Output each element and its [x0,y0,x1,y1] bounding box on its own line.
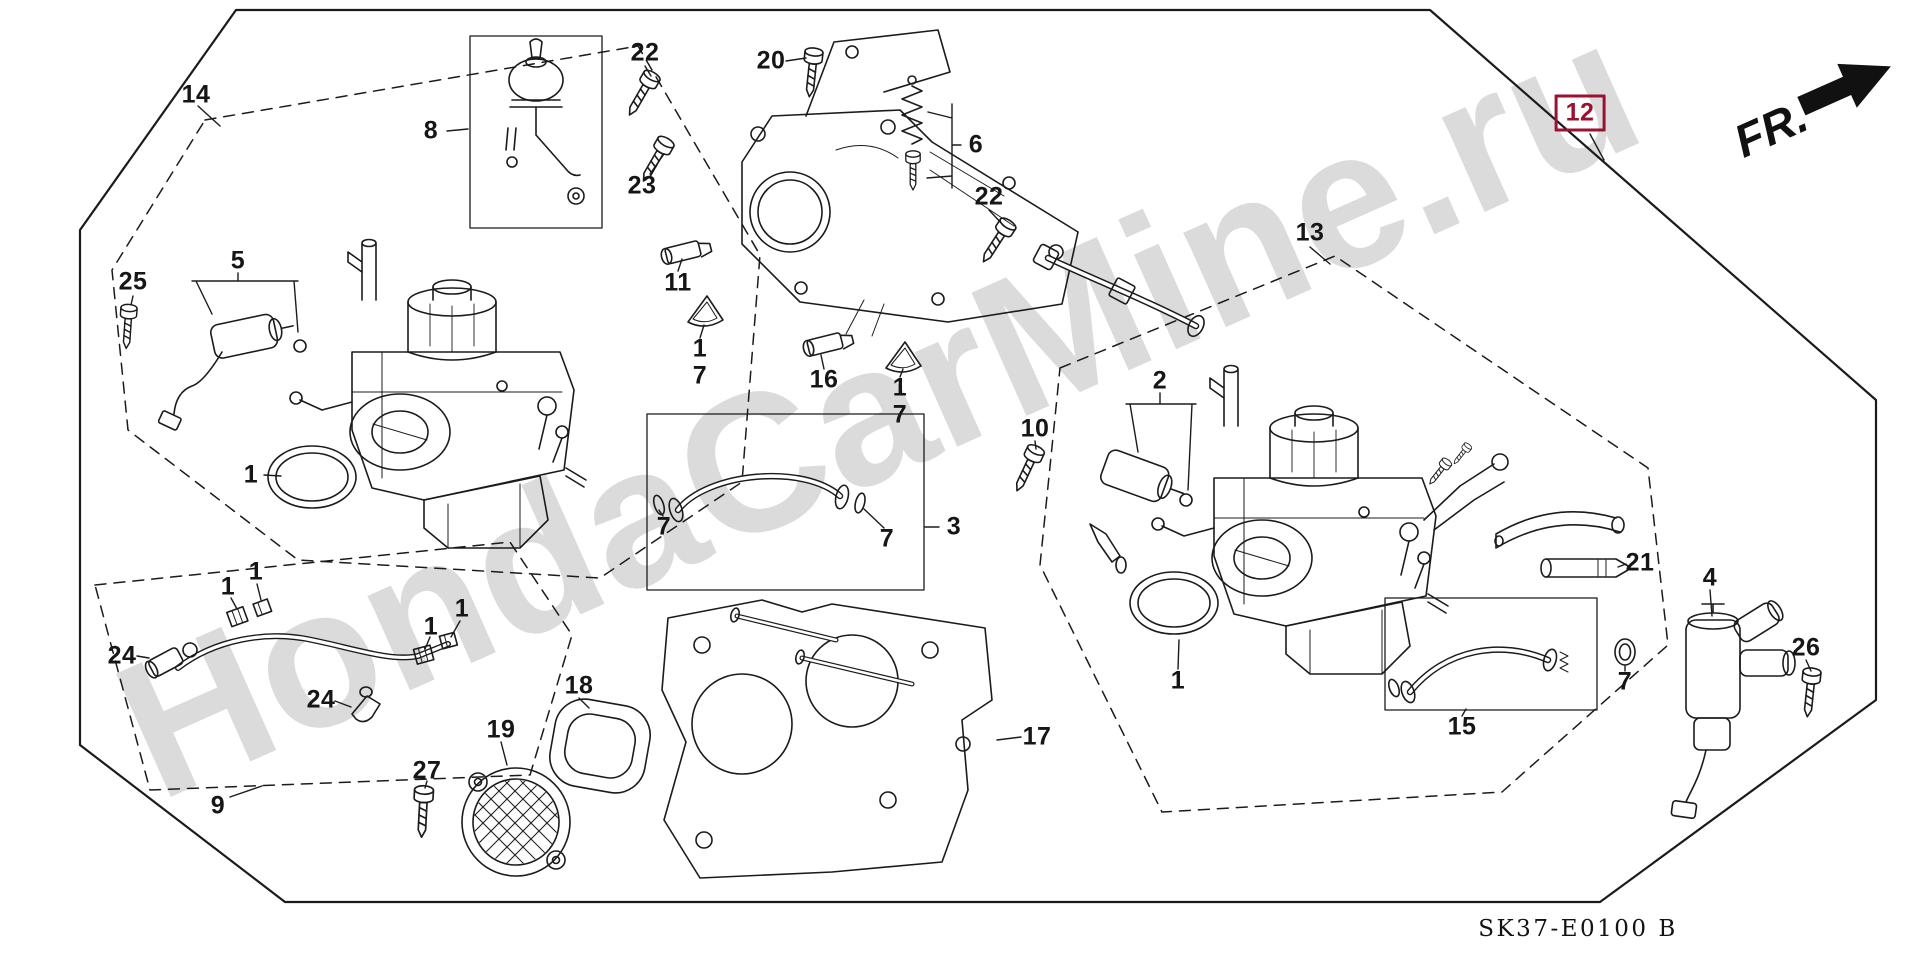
callout-1-h[interactable]: 1 [1170,666,1186,695]
gasket-18 [549,698,651,794]
callout-23[interactable]: 23 [627,171,657,200]
callout-1-f[interactable]: 1 [423,612,439,641]
hose-assembly-3-box [646,413,925,591]
carburetor-right-illustration [1129,364,1449,675]
callout-1-d[interactable]: 1 [220,572,236,601]
dashed-region-right-carb [1039,255,1669,813]
screw-22-top [620,67,663,121]
callout-17[interactable]: 17 [1022,722,1052,751]
callout-7-c[interactable]: 7 [656,512,672,541]
fuel-pipe-9 [144,598,459,723]
callout-1-b[interactable]: 1 [892,373,908,402]
dashed-region-left-carb [111,45,761,579]
callout-7-b[interactable]: 7 [892,400,908,429]
dashed-region-fuel-pipe [94,541,573,791]
triangle-gasket-left [687,295,724,327]
callout-22-a[interactable]: 22 [630,38,660,67]
dashed-group-boundaries [94,45,1669,813]
callout-25[interactable]: 25 [118,267,148,296]
callout-1-e[interactable]: 1 [248,557,264,586]
callout-6[interactable]: 6 [968,130,984,159]
callout-15[interactable]: 15 [1447,712,1477,741]
screw-25 [117,303,139,350]
triangle-gasket-right [885,341,922,373]
fuel-pipe-top [1032,243,1205,338]
callout-13[interactable]: 13 [1295,218,1325,247]
callout-19[interactable]: 19 [486,715,516,744]
solenoid-valve-2 [1089,449,1193,574]
callout-10[interactable]: 10 [1020,414,1050,443]
screen-19 [461,767,571,877]
watermark-text: HondaCarMine.ru [87,0,1668,841]
callout-16[interactable]: 16 [809,365,839,394]
bracket-21 [1494,510,1629,578]
fitting-11 [660,240,713,266]
carburetor-right-linkage [1423,441,1509,531]
callout-14[interactable]: 14 [181,80,211,109]
callout-9[interactable]: 9 [210,791,226,820]
bolt-27 [411,784,435,839]
fr-indicator: FR. [1726,63,1891,167]
callout-8[interactable]: 8 [423,116,439,145]
callout-21[interactable]: 21 [1625,548,1655,577]
pipe-assembly-15-box [1384,597,1598,711]
vacuum-valve-8-box [469,35,603,229]
callout-5[interactable]: 5 [230,246,246,275]
callout-26[interactable]: 26 [1791,633,1821,662]
callout-4[interactable]: 4 [1702,563,1718,592]
callout-24-a[interactable]: 24 [107,641,137,670]
diagram-border [78,8,1878,904]
spring-assembly-6 [901,75,923,191]
bolt-20 [799,46,825,99]
callout-20[interactable]: 20 [756,46,786,75]
fr-direction-arrow-icon [1797,63,1891,116]
callout-1-c[interactable]: 1 [243,460,259,489]
solenoid-valve-5 [157,313,307,431]
diagram-code: SK37-E0100 B [1478,916,1678,942]
callout-3[interactable]: 3 [946,512,962,541]
callout-18[interactable]: 18 [564,671,594,700]
callout-1-a[interactable]: 1 [692,334,708,363]
callout-7-d[interactable]: 7 [879,524,895,553]
callout-22-b[interactable]: 22 [974,182,1004,211]
callout-2[interactable]: 2 [1152,366,1168,395]
gasket-plate-17 [661,599,993,879]
callout-7-e[interactable]: 7 [1617,667,1633,696]
air-valve-4 [1670,600,1796,820]
o-ring-7-right [1614,638,1636,666]
callout-1-g[interactable]: 1 [454,594,470,623]
callout-11[interactable]: 11 [664,268,692,297]
bolt-26 [1797,666,1823,719]
fitting-16 [802,332,855,358]
callout-12-highlighted[interactable]: 12 [1554,94,1606,132]
callout-7-a[interactable]: 7 [692,361,708,390]
leader-lines [130,57,1812,798]
callout-27[interactable]: 27 [412,756,442,785]
callout-24-b[interactable]: 24 [306,685,336,714]
